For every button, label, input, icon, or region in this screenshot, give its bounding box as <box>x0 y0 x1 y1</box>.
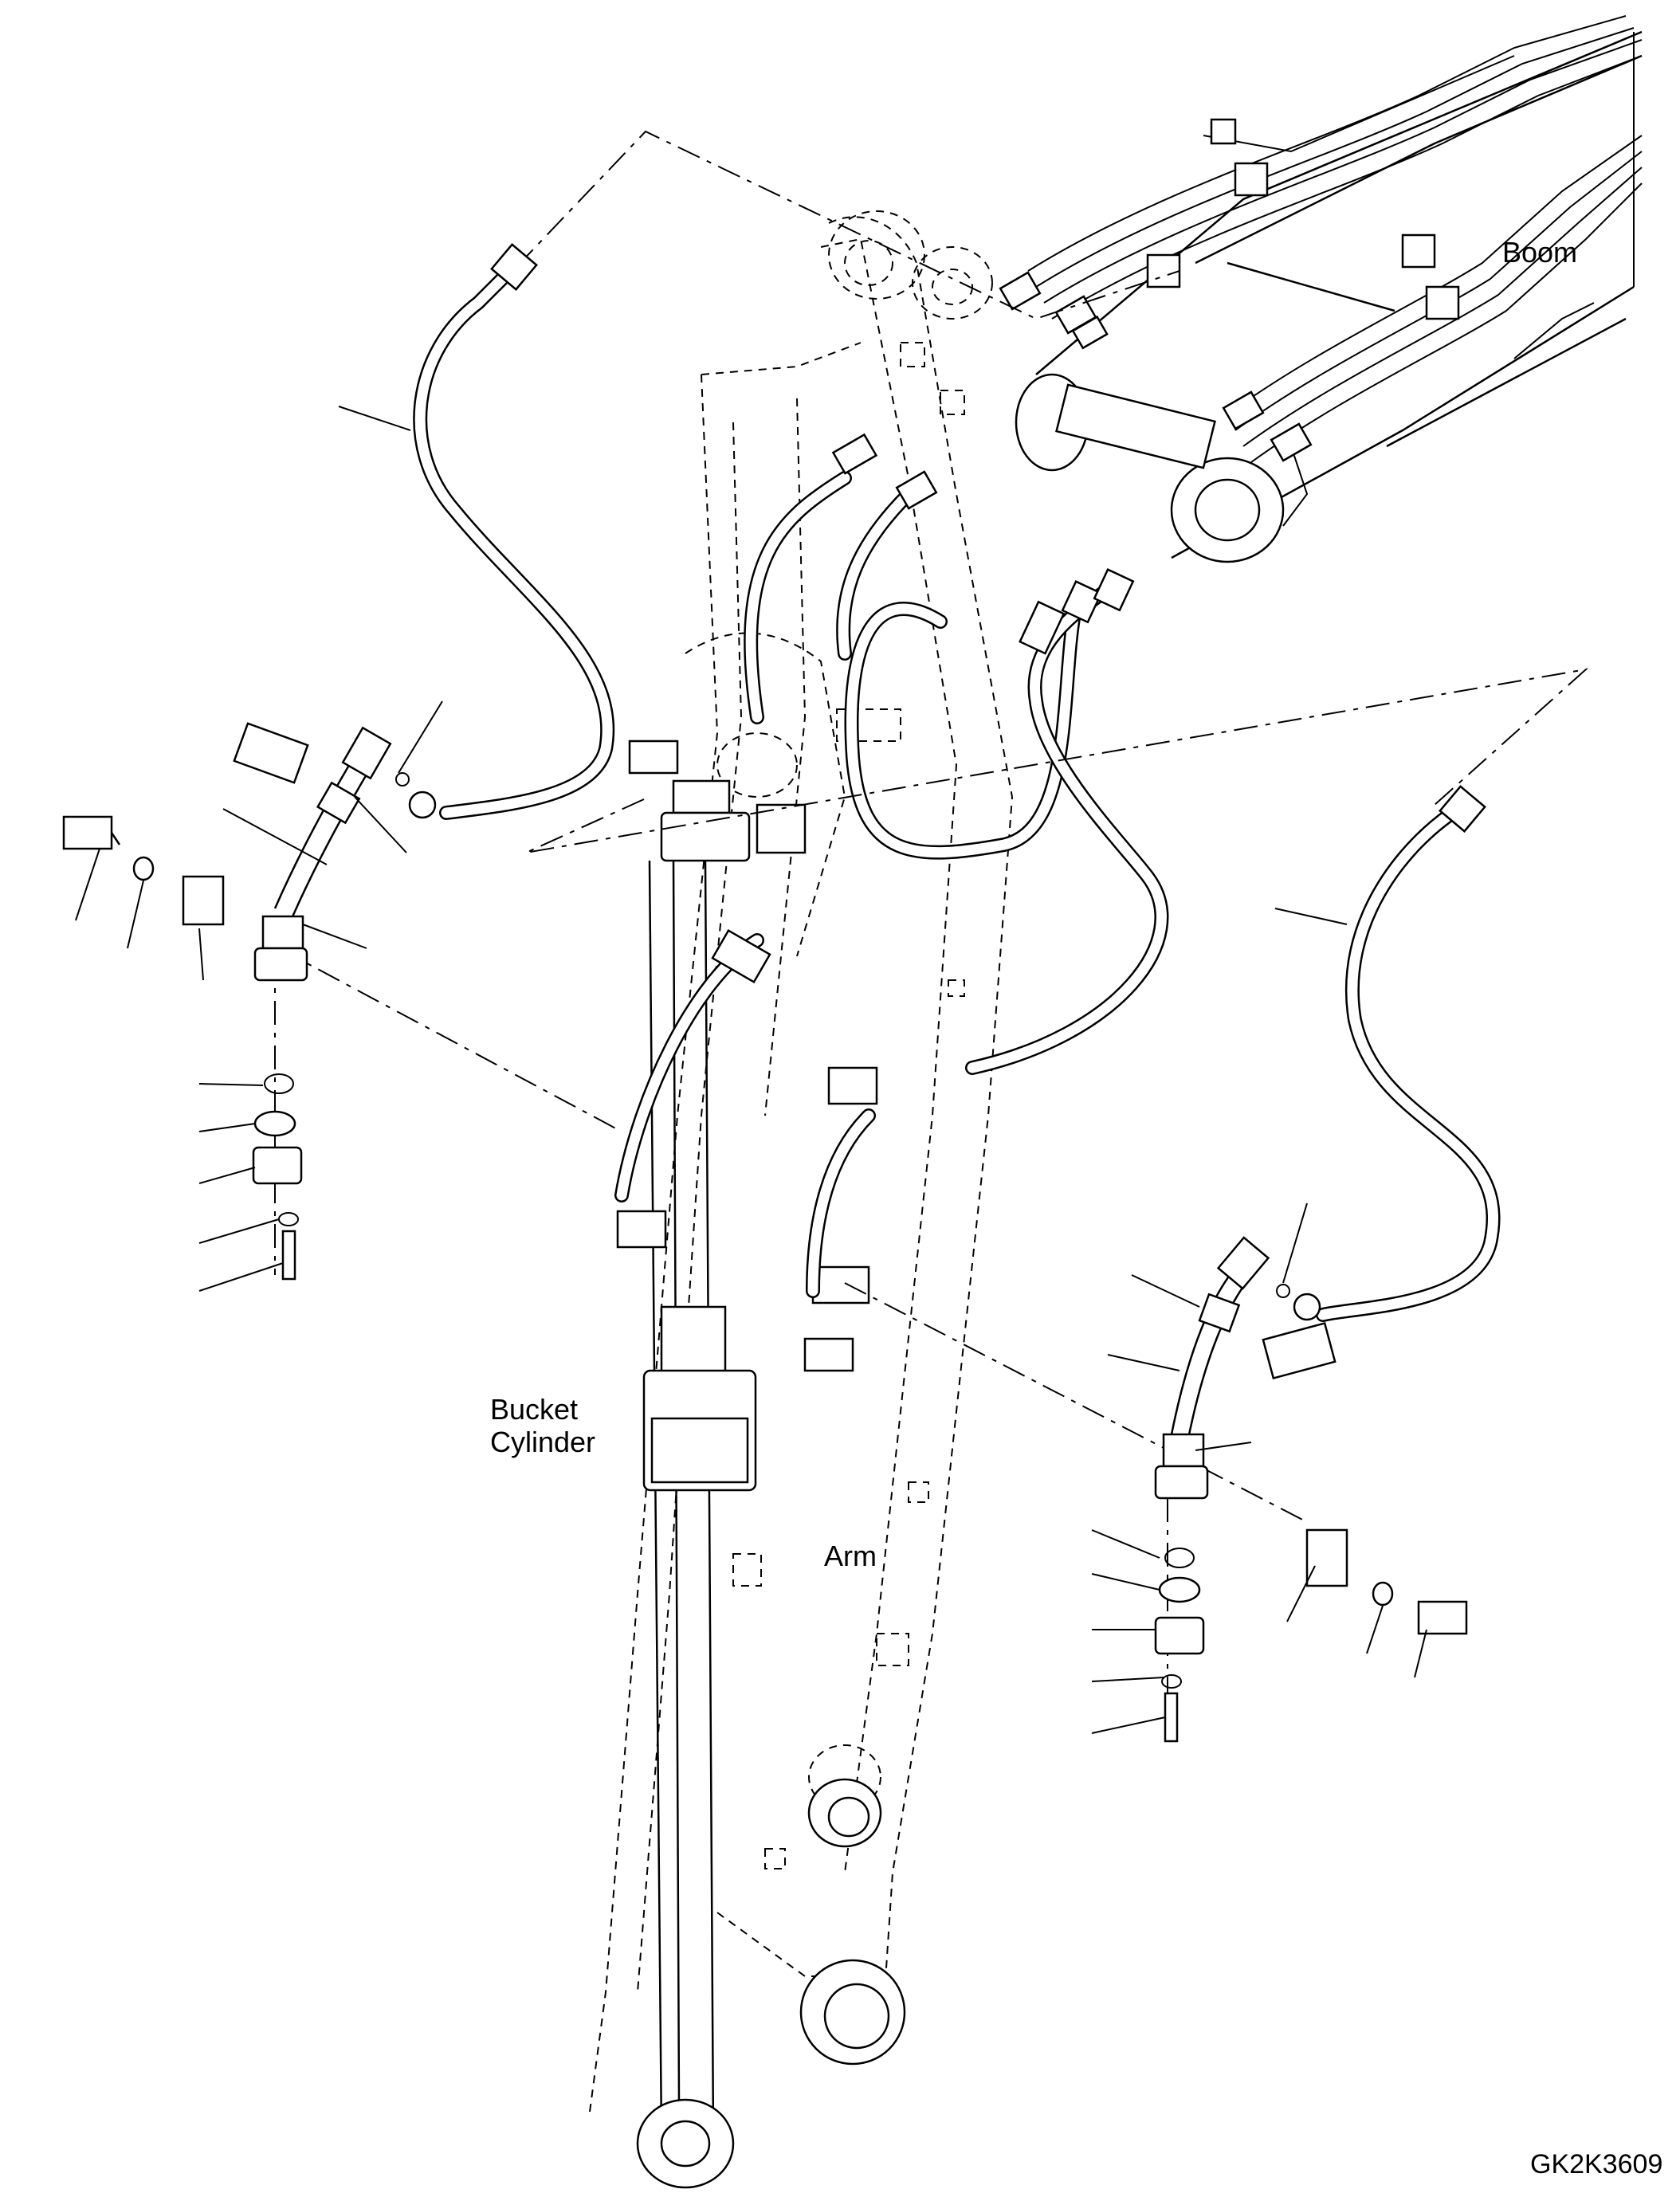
installed-hoses <box>614 433 1169 1298</box>
bucket-cylinder <box>616 779 878 2189</box>
arm-label: Arm <box>824 1540 877 1572</box>
drawing-code: GK2K3609 <box>1530 2149 1663 2179</box>
arm-outline <box>589 210 1014 2113</box>
leader-lines <box>75 406 1427 1734</box>
right-hose-kit <box>1154 785 1501 1743</box>
bucket-cylinder-label: Bucket Cylinder <box>490 1393 596 1459</box>
centerlines <box>274 130 1589 1729</box>
left-hose-kit <box>62 243 614 1281</box>
boom-assembly <box>999 15 1643 563</box>
boom-label: Boom <box>1502 236 1578 269</box>
